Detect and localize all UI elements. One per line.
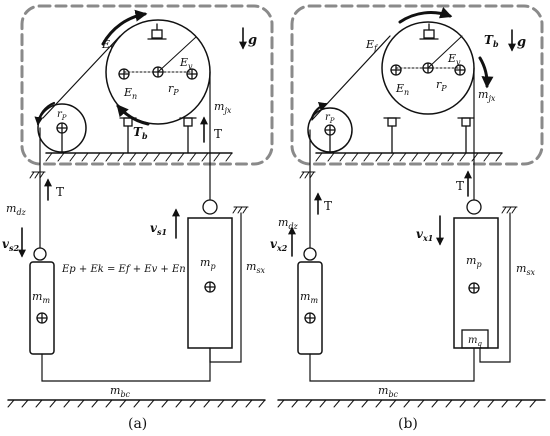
label-energy-f: Ef (101, 38, 115, 53)
label-rope-bc: mbc (378, 384, 399, 399)
diverter-bearing (324, 124, 336, 136)
label-tension-cw: T (56, 185, 64, 199)
label-velocity-cw: vs2 (2, 237, 19, 253)
label-rope-jx: mjx (478, 88, 496, 103)
label-brake-torque: Tb (133, 125, 148, 141)
panel-a: g Ef Ev En rP rP Tb mjx T T mdz vs2 vs1 … (2, 4, 274, 432)
label-gravity: g (517, 35, 526, 50)
label-brake-torque: Tb (484, 33, 499, 49)
bearing-left (390, 64, 402, 76)
label-load-mass: mq (468, 335, 482, 348)
brake-torque-arrow (116, 104, 150, 126)
car-sheave (202, 199, 218, 215)
machine-floor-hatch (315, 152, 503, 162)
pit-floor-hatch (7, 399, 266, 408)
brake-top (147, 23, 167, 40)
counterweight (297, 261, 323, 355)
label-energy-n: En (395, 82, 409, 97)
label-tension-car: T (456, 179, 464, 193)
label-radius-big: rP (168, 82, 179, 97)
machine-room-box (20, 4, 274, 166)
label-energy-v: Ev (447, 52, 461, 67)
label-energy-v: Ev (179, 56, 193, 71)
damper-right (457, 117, 475, 154)
damper-left (383, 117, 401, 154)
label-tension-car: T (214, 127, 222, 141)
car-center-mark (468, 282, 480, 294)
pit-floor-hatch (277, 399, 537, 408)
bearing-center (422, 62, 434, 74)
label-energy-f: Ef (365, 38, 379, 53)
wall-right (501, 206, 518, 214)
rope-upper-diagonal (42, 35, 121, 119)
bearing-right (454, 64, 466, 76)
label-radius-small: rP (325, 112, 335, 125)
wall-right (232, 206, 249, 214)
label-rope-dz: mdz (278, 216, 299, 231)
label-rope-dz: mdz (6, 202, 27, 217)
counterweight (29, 261, 55, 355)
sheave-radius-line (427, 35, 463, 69)
label-radius-big: rP (436, 78, 447, 93)
load-mass-box (461, 329, 489, 349)
wall-left (299, 171, 316, 179)
label-radius-small: rP (57, 109, 67, 122)
label-cw-mass: mm (32, 290, 50, 305)
machine-floor-hatch (45, 152, 233, 162)
brake-top (419, 23, 439, 40)
sheave-rotation-arrow (101, 9, 148, 46)
pulley-rotation-arrow (310, 102, 328, 120)
label-rope-sx: msx (516, 262, 536, 277)
compensation-rope (41, 347, 211, 382)
bearing-center (152, 66, 164, 78)
label-tension-cw: T (324, 199, 332, 213)
bearing-left (118, 68, 130, 80)
brake-torque-arrow (478, 56, 494, 89)
diverter-bearing (56, 122, 68, 134)
label-car-mass: mp (466, 254, 482, 269)
label-energy-equation: Ep + Ek = Ef + Ev + En (61, 264, 186, 275)
car-sheave (466, 199, 482, 215)
label-energy-n: En (123, 86, 137, 101)
caption-b: (b) (398, 416, 418, 432)
label-gravity: g (248, 33, 257, 48)
panel-b: g Ef Ev En rP rP Tb mjx T T mdz vx2 vx1 … (270, 4, 546, 432)
label-velocity-car: vs1 (150, 221, 167, 237)
car-center-mark (204, 281, 216, 293)
cw-sheave (303, 247, 317, 261)
pulley-rotation-arrow (34, 101, 56, 126)
sheave-radius-line (157, 36, 197, 73)
cw-center-mark (304, 312, 316, 324)
travelling-cable (479, 212, 511, 363)
label-velocity-cw: vx2 (270, 237, 288, 253)
label-rope-sx: msx (246, 260, 266, 275)
label-rope-jx: mjx (214, 100, 232, 115)
caption-a: (a) (128, 416, 147, 432)
label-cw-mass: mm (300, 290, 318, 305)
rope-upper-diagonal (311, 35, 391, 121)
wall-left (29, 171, 46, 179)
machine-room-box (290, 4, 544, 166)
damper-right (179, 117, 197, 154)
label-velocity-car: vx1 (416, 227, 433, 243)
label-car-mass: mp (200, 256, 216, 271)
sheave-rotation-arrow (398, 7, 453, 24)
label-rope-bc: mbc (110, 384, 131, 399)
bearing-right (186, 68, 198, 80)
cw-center-mark (36, 312, 48, 324)
cw-sheave (33, 247, 47, 261)
compensation-rope (309, 347, 475, 382)
